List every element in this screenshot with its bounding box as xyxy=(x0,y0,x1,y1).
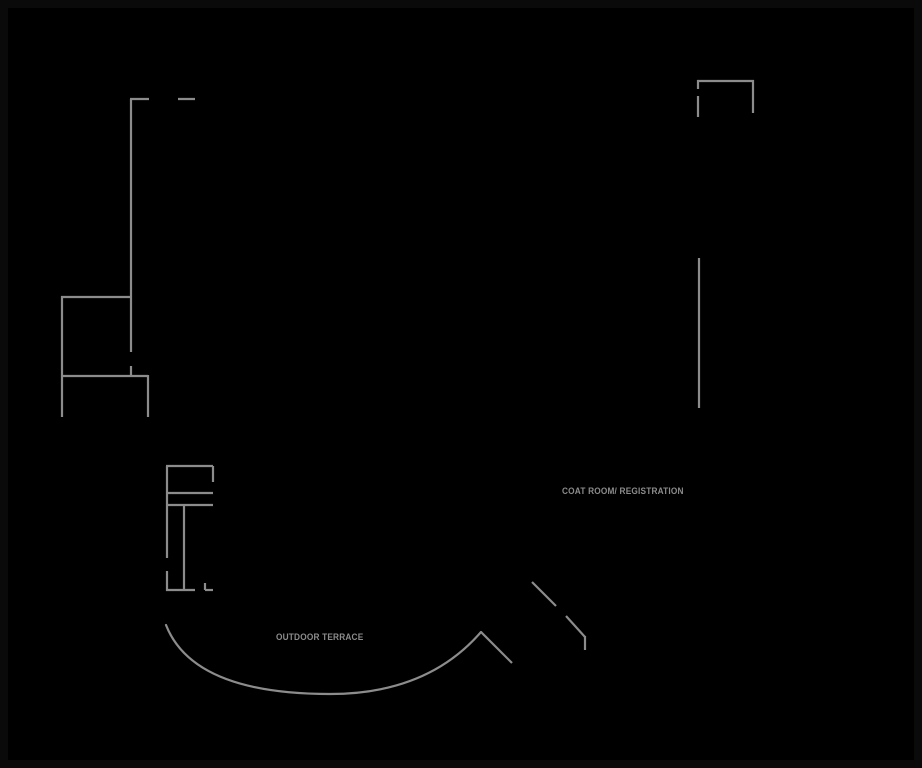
wall-terrace-stair-right-leg xyxy=(480,631,513,664)
room-label-coat-room-registration: COAT ROOM/ REGISTRATION xyxy=(562,486,684,496)
wall-door-swing-lower xyxy=(565,615,586,638)
wall-group xyxy=(60,79,755,664)
curve-group xyxy=(164,623,483,696)
room-label-outdoor-terrace: OUTDOOR TERRACE xyxy=(276,632,364,642)
wall-door-swing-upper xyxy=(531,581,557,607)
curve-outdoor-terrace-curve xyxy=(164,623,483,696)
